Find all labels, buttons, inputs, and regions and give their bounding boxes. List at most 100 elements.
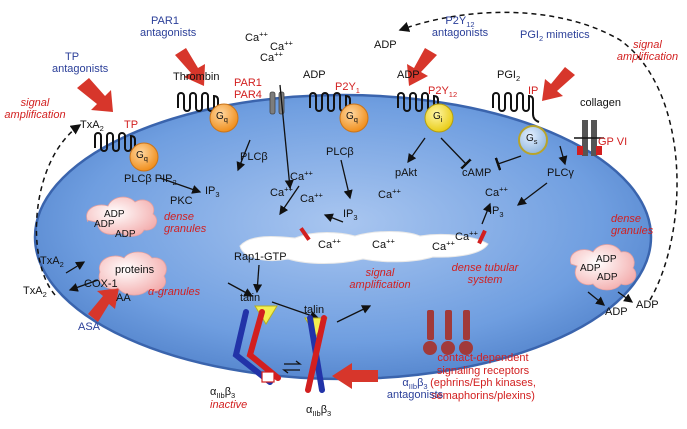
p2y12-antagonist-arrow: [407, 48, 437, 86]
integrin-inactive: [232, 309, 281, 385]
contact-receptors: [423, 310, 473, 355]
calcium-mid-3: Ca++: [300, 190, 323, 205]
ip3-receptors: [299, 227, 487, 245]
calcium-ip3r: Ca++: [485, 184, 508, 199]
tp-receptor-label: TP: [124, 119, 139, 131]
dts-calcium-2: Ca++: [372, 236, 395, 251]
calcium-mid-1: Ca++: [290, 168, 313, 183]
gs-protein: [518, 125, 548, 155]
rap1-gtp-label: Rap1-GTP: [234, 251, 287, 263]
aiib-antagonist-arrow: [332, 363, 378, 389]
adp-top: ADP: [374, 39, 397, 51]
dts-calcium-3: Ca++: [432, 238, 455, 253]
tp-antagonist-arrow: [77, 78, 113, 112]
plcb-p2y1: PLCβ: [326, 146, 354, 158]
alpha-granules-label: α-granules: [148, 286, 201, 298]
alpha-granule: [98, 251, 167, 296]
proteins-label: proteins: [115, 264, 155, 276]
receptors: [94, 92, 540, 163]
red-arrows: [77, 48, 575, 389]
par1-label: PAR1: [234, 77, 262, 89]
adp-granule-right-3: ADP: [597, 272, 618, 283]
signal-arrows: [65, 84, 634, 323]
ip3-left: IP3: [205, 185, 220, 200]
inhibition-lines: [440, 137, 522, 171]
gq-protein-par: [209, 103, 239, 133]
adp-p2y1: ADP: [303, 69, 326, 81]
talin-right-label: talin: [304, 304, 325, 316]
ip3-center: IP3: [343, 208, 358, 223]
gpvi-receptor: [574, 120, 604, 156]
cox1-label: COX-1: [84, 278, 118, 290]
ip-receptor-label: IP: [528, 85, 539, 97]
dense-granule-right: [569, 244, 637, 291]
dense-granule-left: [86, 196, 157, 237]
aiib-active-label: αIIbβ3: [306, 404, 332, 419]
inactive-label: inactive: [210, 399, 248, 411]
par-receptor: [177, 92, 225, 123]
plcb-par: PLCβ: [240, 151, 268, 163]
gq-label-par: Gq: [216, 111, 228, 124]
gq-label-p2y1: Gq: [346, 111, 358, 124]
thrombin-label: Thrombin: [173, 71, 220, 83]
talin-left-label: talin: [240, 292, 261, 304]
pgi2-ligand: PGI2: [497, 69, 521, 84]
calcium-top-1: Ca++: [245, 29, 268, 44]
calcium-mid-2: Ca++: [270, 184, 293, 199]
gi-protein: [424, 103, 454, 133]
pakt-label: pAkt: [395, 167, 418, 179]
gpvi-label: GP VI: [598, 136, 628, 148]
equilibrium-arrows: [282, 360, 302, 374]
adp-granule-left-3: ADP: [115, 229, 136, 240]
collagen-label: collagen: [580, 97, 621, 109]
adp-granule-right-1: ADP: [596, 254, 617, 265]
dense-tubular-system: [239, 231, 489, 264]
pgi2-mimetics-label: PGI2 mimetics: [520, 29, 590, 44]
gs-label: Gs: [526, 133, 538, 146]
p2y12-receptor: [397, 92, 445, 123]
aiib-inactive-label: αIIbβ3: [210, 386, 236, 401]
adp-granule-right-2: ADP: [580, 263, 601, 274]
p2y1-receptor: [309, 92, 357, 123]
pgi2-mimetic-arrow: [542, 67, 575, 101]
p2y1-label: P2Y1: [335, 81, 360, 96]
txa2-mid: TxA2: [40, 255, 64, 270]
signal-amplification-arc-left: [35, 124, 82, 296]
gq-protein-p2y1: [339, 103, 369, 133]
adp-granule-left-1: ADP: [104, 209, 125, 220]
aa-label: AA: [116, 292, 131, 304]
tp-receptor: [94, 132, 142, 163]
adp-granule-left-2: ADP: [94, 219, 115, 230]
plcb-pip2: PLCβ PIP2: [124, 173, 177, 188]
asa-arrow: [88, 288, 119, 322]
gq-protein-tp: [129, 142, 159, 172]
plcg-label: PLCγ: [547, 167, 574, 179]
par1-antagonist-arrow: [175, 48, 205, 86]
calcium-right: Ca++: [378, 186, 401, 201]
integrin-active: [305, 315, 327, 393]
txa2-bottom: TxA2: [23, 285, 47, 300]
adp-released-1: ADP: [605, 306, 628, 318]
asa-label: ASA: [78, 321, 101, 333]
dts-calcium-1: Ca++: [318, 236, 341, 251]
gq-label-tp: Gq: [136, 150, 148, 163]
par4-label: PAR4: [234, 89, 262, 101]
calcium-top-2: Ca++: [270, 38, 293, 53]
gi-label: Gi: [433, 111, 443, 124]
ip-receptor: [492, 92, 540, 123]
txa2-top: TxA2: [80, 119, 104, 134]
pkc-label: PKC: [170, 195, 193, 207]
